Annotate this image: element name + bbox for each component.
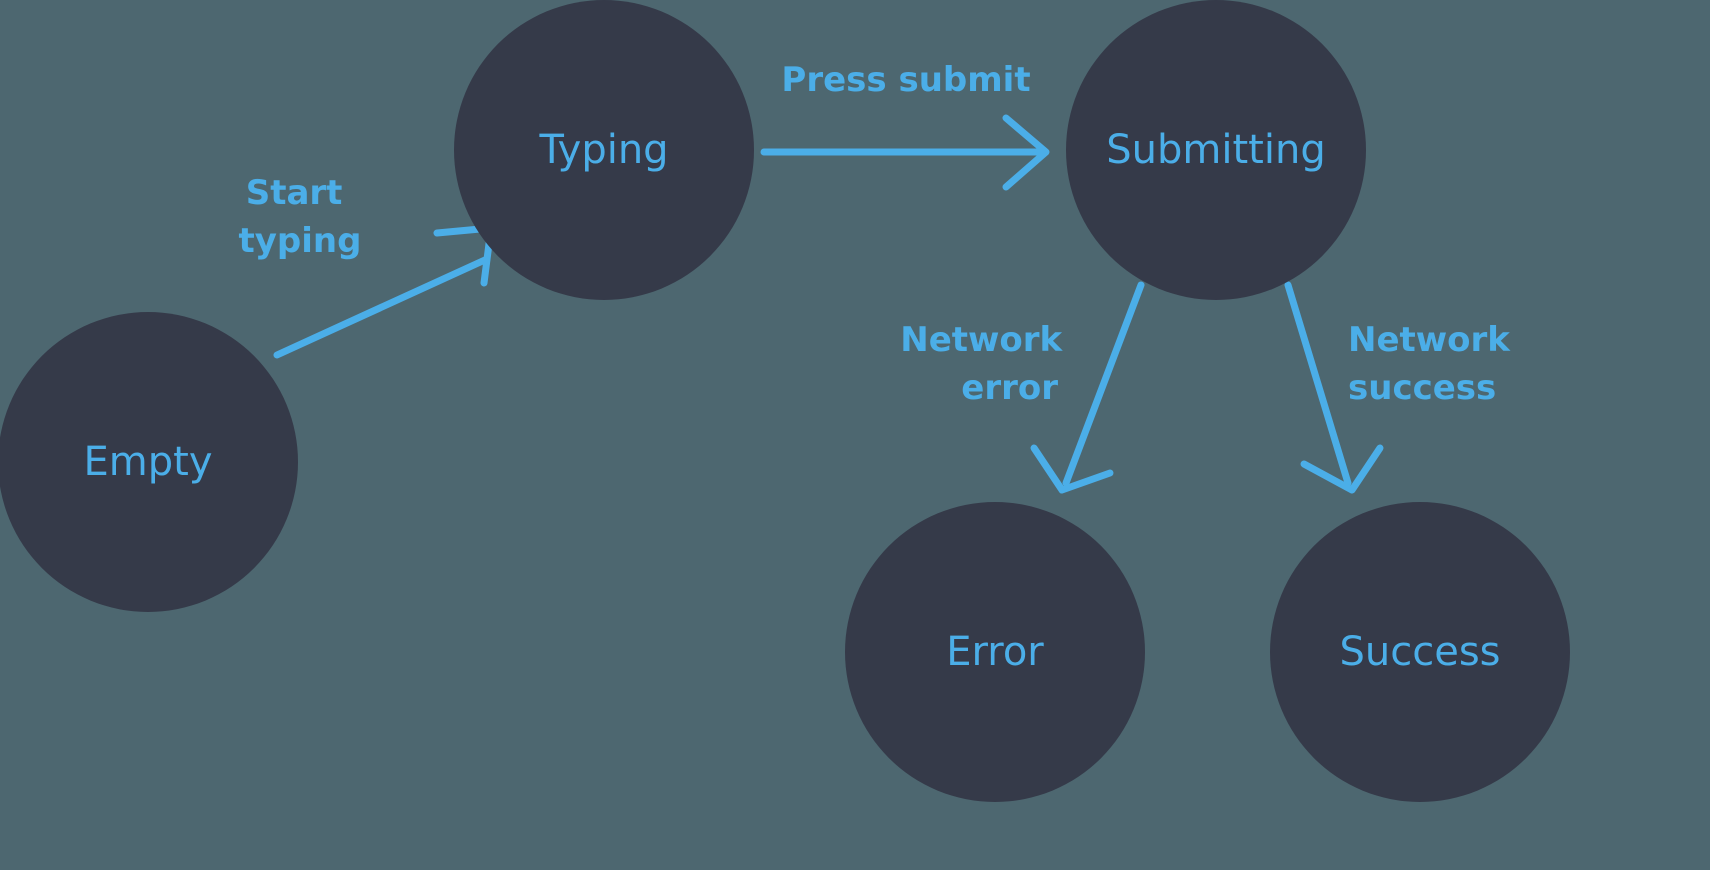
state-node-submitting[interactable]: Submitting [1066,0,1366,300]
state-node-submitting-label: Submitting [1106,127,1325,173]
transition-press-submit-arrowhead [1002,114,1050,191]
transition-label-network-error-line1: Network [900,320,1063,360]
state-node-error-label: Error [946,629,1044,675]
transition-label-network-error: Network error [900,320,1074,408]
transition-network-error [1030,281,1145,494]
state-node-success-label: Success [1339,629,1500,675]
transition-network-success-arrowhead [1300,444,1384,494]
transition-label-network-error-line2: error [961,368,1058,408]
transition-label-start-typing: Start typing [239,173,362,261]
transition-press-submit [760,114,1050,191]
state-node-error-circle[interactable] [845,502,1145,802]
state-node-typing-circle[interactable] [454,0,754,300]
state-node-empty[interactable]: Empty [0,312,298,612]
transition-label-network-success-line2: success [1348,368,1496,408]
transition-network-error-line [1062,281,1145,487]
transition-start-typing-line [273,255,491,359]
state-node-success-circle[interactable] [1270,502,1570,802]
transition-label-press-submit: Press submit [781,60,1030,100]
state-node-empty-label: Empty [84,439,213,485]
state-node-submitting-circle[interactable] [1066,0,1366,300]
transition-network-error-arrowhead [1030,444,1114,494]
state-node-typing-label: Typing [538,127,668,173]
transition-label-press-submit-line1: Press submit [781,60,1030,100]
state-node-typing[interactable]: Typing [454,0,754,300]
transition-label-network-success: Network success [1348,320,1522,408]
state-node-error[interactable]: Error [845,502,1145,802]
transition-label-start-typing-line1: Start [246,173,343,213]
transition-label-start-typing-line2: typing [239,221,362,261]
transition-network-success-line [1284,281,1352,487]
transition-label-network-success-line1: Network [1348,320,1511,360]
state-node-success[interactable]: Success [1270,502,1570,802]
state-node-empty-circle[interactable] [0,312,298,612]
transition-network-success [1284,281,1384,494]
